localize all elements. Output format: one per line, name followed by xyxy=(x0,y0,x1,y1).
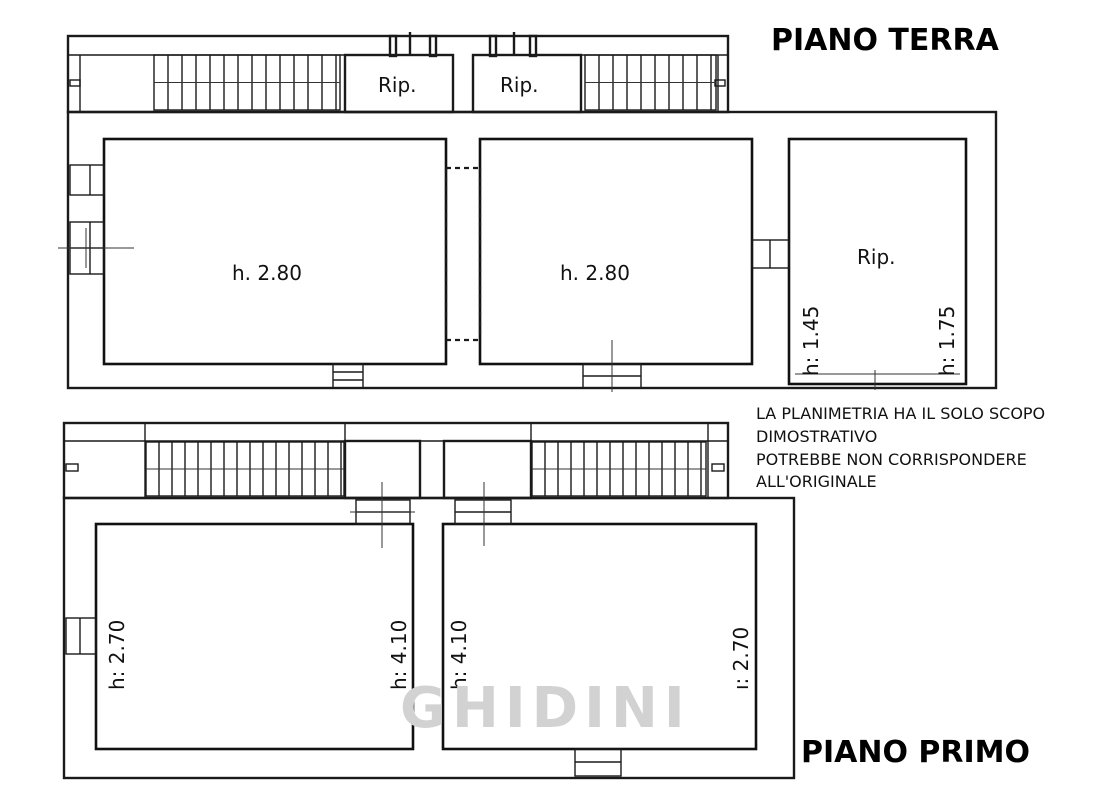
first-room-1-height-right: h: 4.10 xyxy=(387,620,411,690)
ground-room-1 xyxy=(102,137,448,366)
first-room-1-height-left: h: 2.70 xyxy=(105,620,129,690)
ground-floor-stairs-left xyxy=(153,54,341,111)
first-room-2 xyxy=(441,522,758,751)
ground-floor-title: PIANO TERRA xyxy=(771,23,1000,58)
ground-room-2 xyxy=(478,137,754,366)
disclaimer-line-4: ALL'ORIGINALE xyxy=(756,472,877,491)
ground-floor-outer-wall xyxy=(66,110,998,390)
ground-left-windows xyxy=(58,164,134,275)
ground-room-3-label: Rip. xyxy=(857,245,896,269)
disclaimer-note: LA PLANIMETRIA HA IL SOLO SCOPO DIMOSTRA… xyxy=(756,404,1045,491)
disclaimer-line-2: DIMOSTRATIVO xyxy=(756,427,877,446)
ground-room-3-height-right: h: 1.75 xyxy=(935,306,959,376)
ground-floor-plan: Rip. Rip. h. 2.80 h. 2.80 Rip. h: 1.45 h… xyxy=(58,32,998,392)
ground-room-3 xyxy=(787,137,968,386)
first-room-2-height-left: h: 4.10 xyxy=(447,620,471,690)
ground-floor-stairs-right xyxy=(584,54,717,111)
watermark: GHIDINI xyxy=(400,676,691,741)
disclaimer-line-1: LA PLANIMETRIA HA IL SOLO SCOPO xyxy=(756,404,1045,423)
first-floor-outer-wall xyxy=(62,496,796,780)
first-room-1 xyxy=(94,522,415,751)
first-floor-stairs-right xyxy=(531,441,707,497)
ground-room-3-height-left: h: 1.45 xyxy=(799,306,823,376)
first-floor-title: PIANO PRIMO xyxy=(801,735,1030,770)
first-floor-stairs-left xyxy=(145,441,345,497)
disclaimer-line-3: POTREBBE NON CORRISPONDERE xyxy=(756,450,1027,469)
first-room-2-height-right: ı: 2.70 xyxy=(729,627,753,690)
first-floor-plan: h: 2.70 h: 4.10 h: 4.10 ı: 2.70 xyxy=(62,421,796,780)
ground-room-2-height: h. 2.80 xyxy=(560,261,630,285)
ground-floor-balcony xyxy=(66,32,730,114)
ground-room-1-height: h. 2.80 xyxy=(232,261,302,285)
ground-rip-left-label: Rip. xyxy=(378,73,417,97)
first-floor-balcony xyxy=(62,421,730,500)
ground-rip-right-label: Rip. xyxy=(500,73,539,97)
